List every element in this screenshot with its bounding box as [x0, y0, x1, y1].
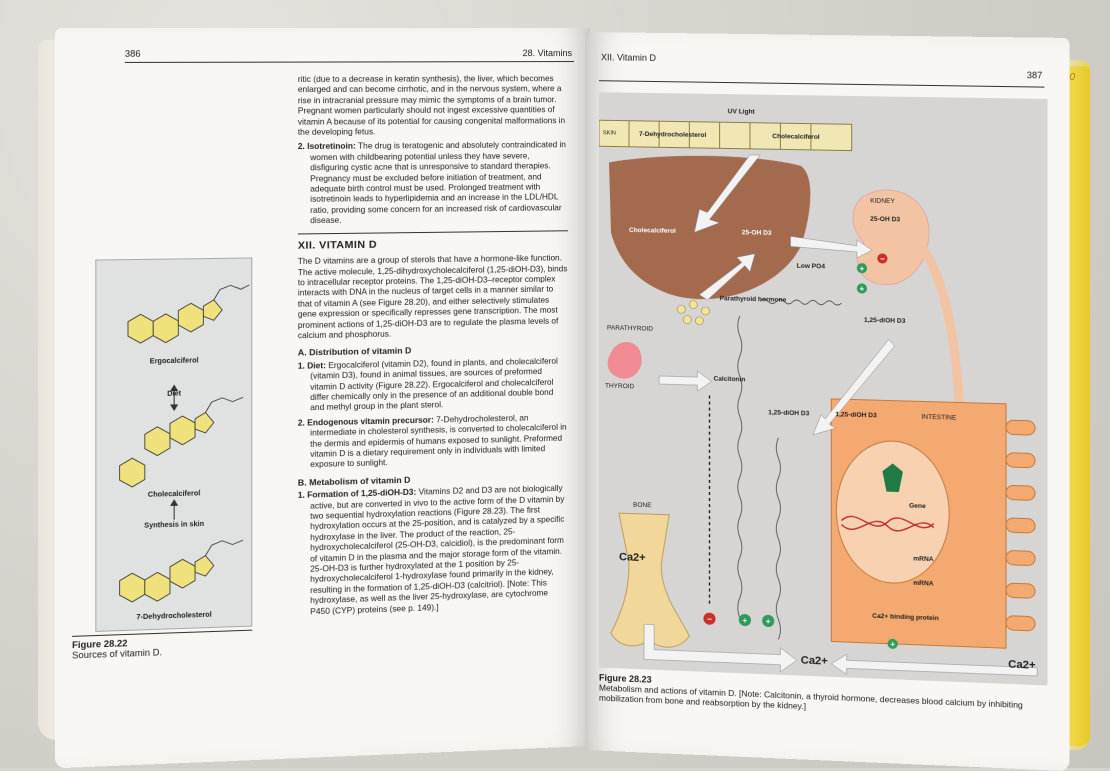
- label-mrna-1: mRNA: [913, 555, 934, 564]
- label-gene: Gene: [909, 502, 926, 511]
- label-7-dehydrocholesterol-skin: 7-Dehydrocholesterol: [639, 130, 707, 140]
- svg-text:−: −: [880, 254, 885, 263]
- label-mrna-2: mRNA: [913, 579, 934, 588]
- sterol-structures-drawing: [96, 258, 251, 630]
- right-header-rule: [598, 80, 1045, 88]
- svg-text:+: +: [766, 617, 771, 626]
- label-uv-light: UV Light: [727, 108, 755, 116]
- diet-title: 1. Diet:: [297, 360, 326, 371]
- isotretinoin-text: The drug is teratogenic and absolutely c…: [310, 140, 566, 226]
- label-ca-bone: Ca2+: [619, 551, 646, 565]
- section-rule: [297, 229, 569, 235]
- header-rule: [124, 61, 575, 63]
- section-intro: The D vitamins are a group of sterols th…: [297, 253, 568, 341]
- left-body-text: ritic (due to a decrease in keratin synt…: [297, 74, 569, 622]
- svg-text:+: +: [743, 616, 748, 625]
- formation-text: Vitamins D2 and D3 are not biologically …: [310, 483, 565, 617]
- diet-text: Ergocalciferol (vitamin D2), found in pl…: [310, 356, 558, 413]
- right-chapter-header: XII. Vitamin D: [600, 52, 656, 63]
- label-thyroid: THYROID: [604, 382, 635, 391]
- figure-28-23-diagram: + + − − + + + UV Light SKIN 7-Dehydrocholeste…: [599, 92, 1048, 686]
- svg-text:+: +: [860, 264, 865, 273]
- right-page-number: 387: [1026, 70, 1043, 81]
- label-parathyroid: PARATHYROID: [606, 324, 654, 333]
- isotretinoin-title: 2. Isotretinoin:: [297, 141, 356, 152]
- endogenous-item: 2. Endogenous vitamin precursor: 7-Dehyd…: [298, 412, 568, 471]
- figure-28-22-structures: Ergocalciferol Diet Cholecalciferol Synt…: [95, 257, 253, 632]
- label-1-25-dioh-d3-kidney: 1,25-diOH D3: [863, 316, 906, 325]
- svg-text:+: +: [860, 284, 865, 293]
- label-1-25-dioh-d3-intestine: 1,25-diOH D3: [835, 411, 877, 420]
- diet-item: 1. Diet: Ergocalciferol (vitamin D2), fo…: [298, 356, 568, 414]
- label-calcitonin: Calcitonin: [713, 375, 746, 384]
- label-bone: BONE: [633, 501, 652, 510]
- label-low-po4: Low PO4: [796, 262, 825, 271]
- left-page-number: 386: [124, 48, 141, 59]
- label-kidney: KIDNEY: [870, 197, 895, 206]
- left-page: 386 28. Vitamins: [55, 28, 590, 769]
- section-title: XII. VITAMIN D: [297, 238, 378, 252]
- svg-text:+: +: [890, 640, 895, 649]
- intro-paragraph: ritic (due to a decrease in keratin synt…: [297, 74, 566, 137]
- label-skin: SKIN: [602, 130, 616, 137]
- left-chapter-header: 28. Vitamins: [522, 48, 573, 59]
- label-25-oh-d3-liver: 25-OH D3: [741, 229, 772, 237]
- vitamin-d-pathway-drawing: + + − − + + +: [599, 92, 1048, 685]
- formation-item: 1. Formation of 1,25-diOH-D3: Vitamins D…: [298, 484, 568, 618]
- isotretinoin-item: 2. Isotretinoin: The drug is teratogenic…: [298, 141, 568, 227]
- figure-28-22-caption: Figure 28.22 Sources of vitamin D.: [72, 637, 162, 661]
- label-ca-intestine: Ca2+: [1008, 658, 1036, 672]
- label-intestine: INTESTINE: [921, 413, 957, 422]
- figure-caption-text: Sources of vitamin D.: [72, 647, 163, 661]
- right-page: XII. Vitamin D 387: [585, 32, 1070, 771]
- label-1-25-dioh-d3-blood: 1,25-diOH D3: [768, 409, 810, 418]
- svg-text:−: −: [707, 615, 712, 624]
- label-ca-blood: Ca2+: [800, 654, 828, 668]
- label-cholecalciferol-skin: Cholecalciferol: [772, 133, 820, 141]
- label-cholecalciferol-liver: Cholecalciferol: [629, 226, 676, 235]
- label-25-oh-d3-kidney: 25-OH D3: [870, 215, 901, 224]
